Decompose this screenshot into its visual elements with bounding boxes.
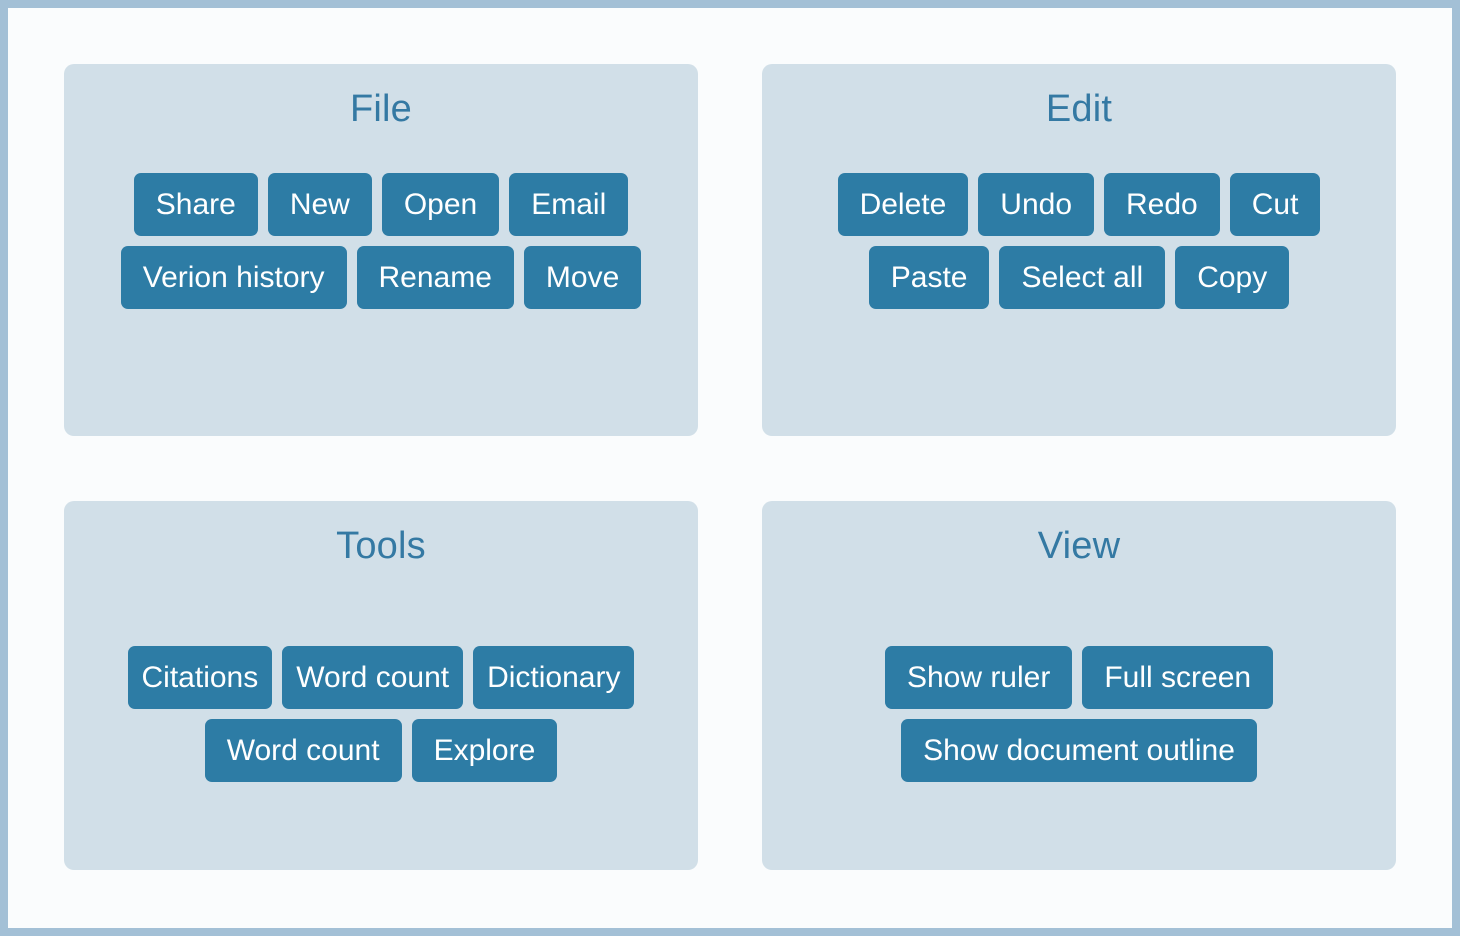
- button-row: Share New Open Email: [64, 173, 698, 236]
- panel-title-file: File: [349, 88, 413, 130]
- menu-button-copy[interactable]: Copy: [1175, 246, 1290, 309]
- button-row: Paste Select all Copy: [762, 246, 1396, 309]
- menu-button-new[interactable]: New: [267, 173, 372, 236]
- menu-button-dictionary[interactable]: Dictionary: [473, 646, 635, 709]
- button-row: Show document outline: [762, 719, 1396, 782]
- panel-grid: File Share New Open Email Verion history…: [64, 64, 1396, 870]
- menu-button-undo[interactable]: Undo: [978, 173, 1095, 236]
- menu-button-explore[interactable]: Explore: [411, 719, 558, 782]
- menu-button-select-all[interactable]: Select all: [999, 246, 1166, 309]
- menu-button-show-ruler[interactable]: Show ruler: [884, 646, 1073, 709]
- panel-title-tools: Tools: [336, 525, 426, 567]
- panel-tools: Tools Citations Word count Dictionary Wo…: [64, 501, 698, 870]
- button-row: Citations Word count Dictionary: [64, 646, 698, 709]
- menu-button-email[interactable]: Email: [509, 173, 629, 236]
- panel-buttons-tools: Citations Word count Dictionary Word cou…: [64, 646, 698, 782]
- menu-button-redo[interactable]: Redo: [1104, 173, 1220, 236]
- app-canvas: File Share New Open Email Verion history…: [8, 8, 1452, 928]
- menu-button-word-count-2[interactable]: Word count: [204, 719, 402, 782]
- menu-button-move[interactable]: Move: [523, 246, 642, 309]
- button-row: Delete Undo Redo Cut: [762, 173, 1396, 236]
- menu-button-citations[interactable]: Citations: [127, 646, 273, 709]
- menu-button-verion-history[interactable]: Verion history: [120, 246, 347, 309]
- panel-title-view: View: [1037, 525, 1121, 567]
- menu-button-rename[interactable]: Rename: [356, 246, 514, 309]
- menu-button-cut[interactable]: Cut: [1229, 173, 1321, 236]
- menu-button-open[interactable]: Open: [381, 173, 500, 236]
- panel-view: View Show ruler Full screen Show documen…: [762, 501, 1396, 870]
- menu-button-show-document-outline[interactable]: Show document outline: [901, 719, 1257, 782]
- panel-title-edit: Edit: [1045, 88, 1113, 130]
- panel-buttons-file: Share New Open Email Verion history Rena…: [64, 173, 698, 309]
- panel-buttons-edit: Delete Undo Redo Cut Paste Select all Co…: [762, 173, 1396, 309]
- button-row: Verion history Rename Move: [64, 246, 698, 309]
- menu-button-word-count[interactable]: Word count: [282, 646, 464, 709]
- panel-edit: Edit Delete Undo Redo Cut Paste Select a…: [762, 64, 1396, 436]
- menu-button-full-screen[interactable]: Full screen: [1082, 646, 1274, 709]
- button-row: Show ruler Full screen: [762, 646, 1396, 709]
- panel-file: File Share New Open Email Verion history…: [64, 64, 698, 436]
- menu-button-share[interactable]: Share: [133, 173, 258, 236]
- menu-button-paste[interactable]: Paste: [868, 246, 990, 309]
- panel-buttons-view: Show ruler Full screen Show document out…: [762, 646, 1396, 782]
- button-row: Word count Explore: [64, 719, 698, 782]
- menu-button-delete[interactable]: Delete: [837, 173, 969, 236]
